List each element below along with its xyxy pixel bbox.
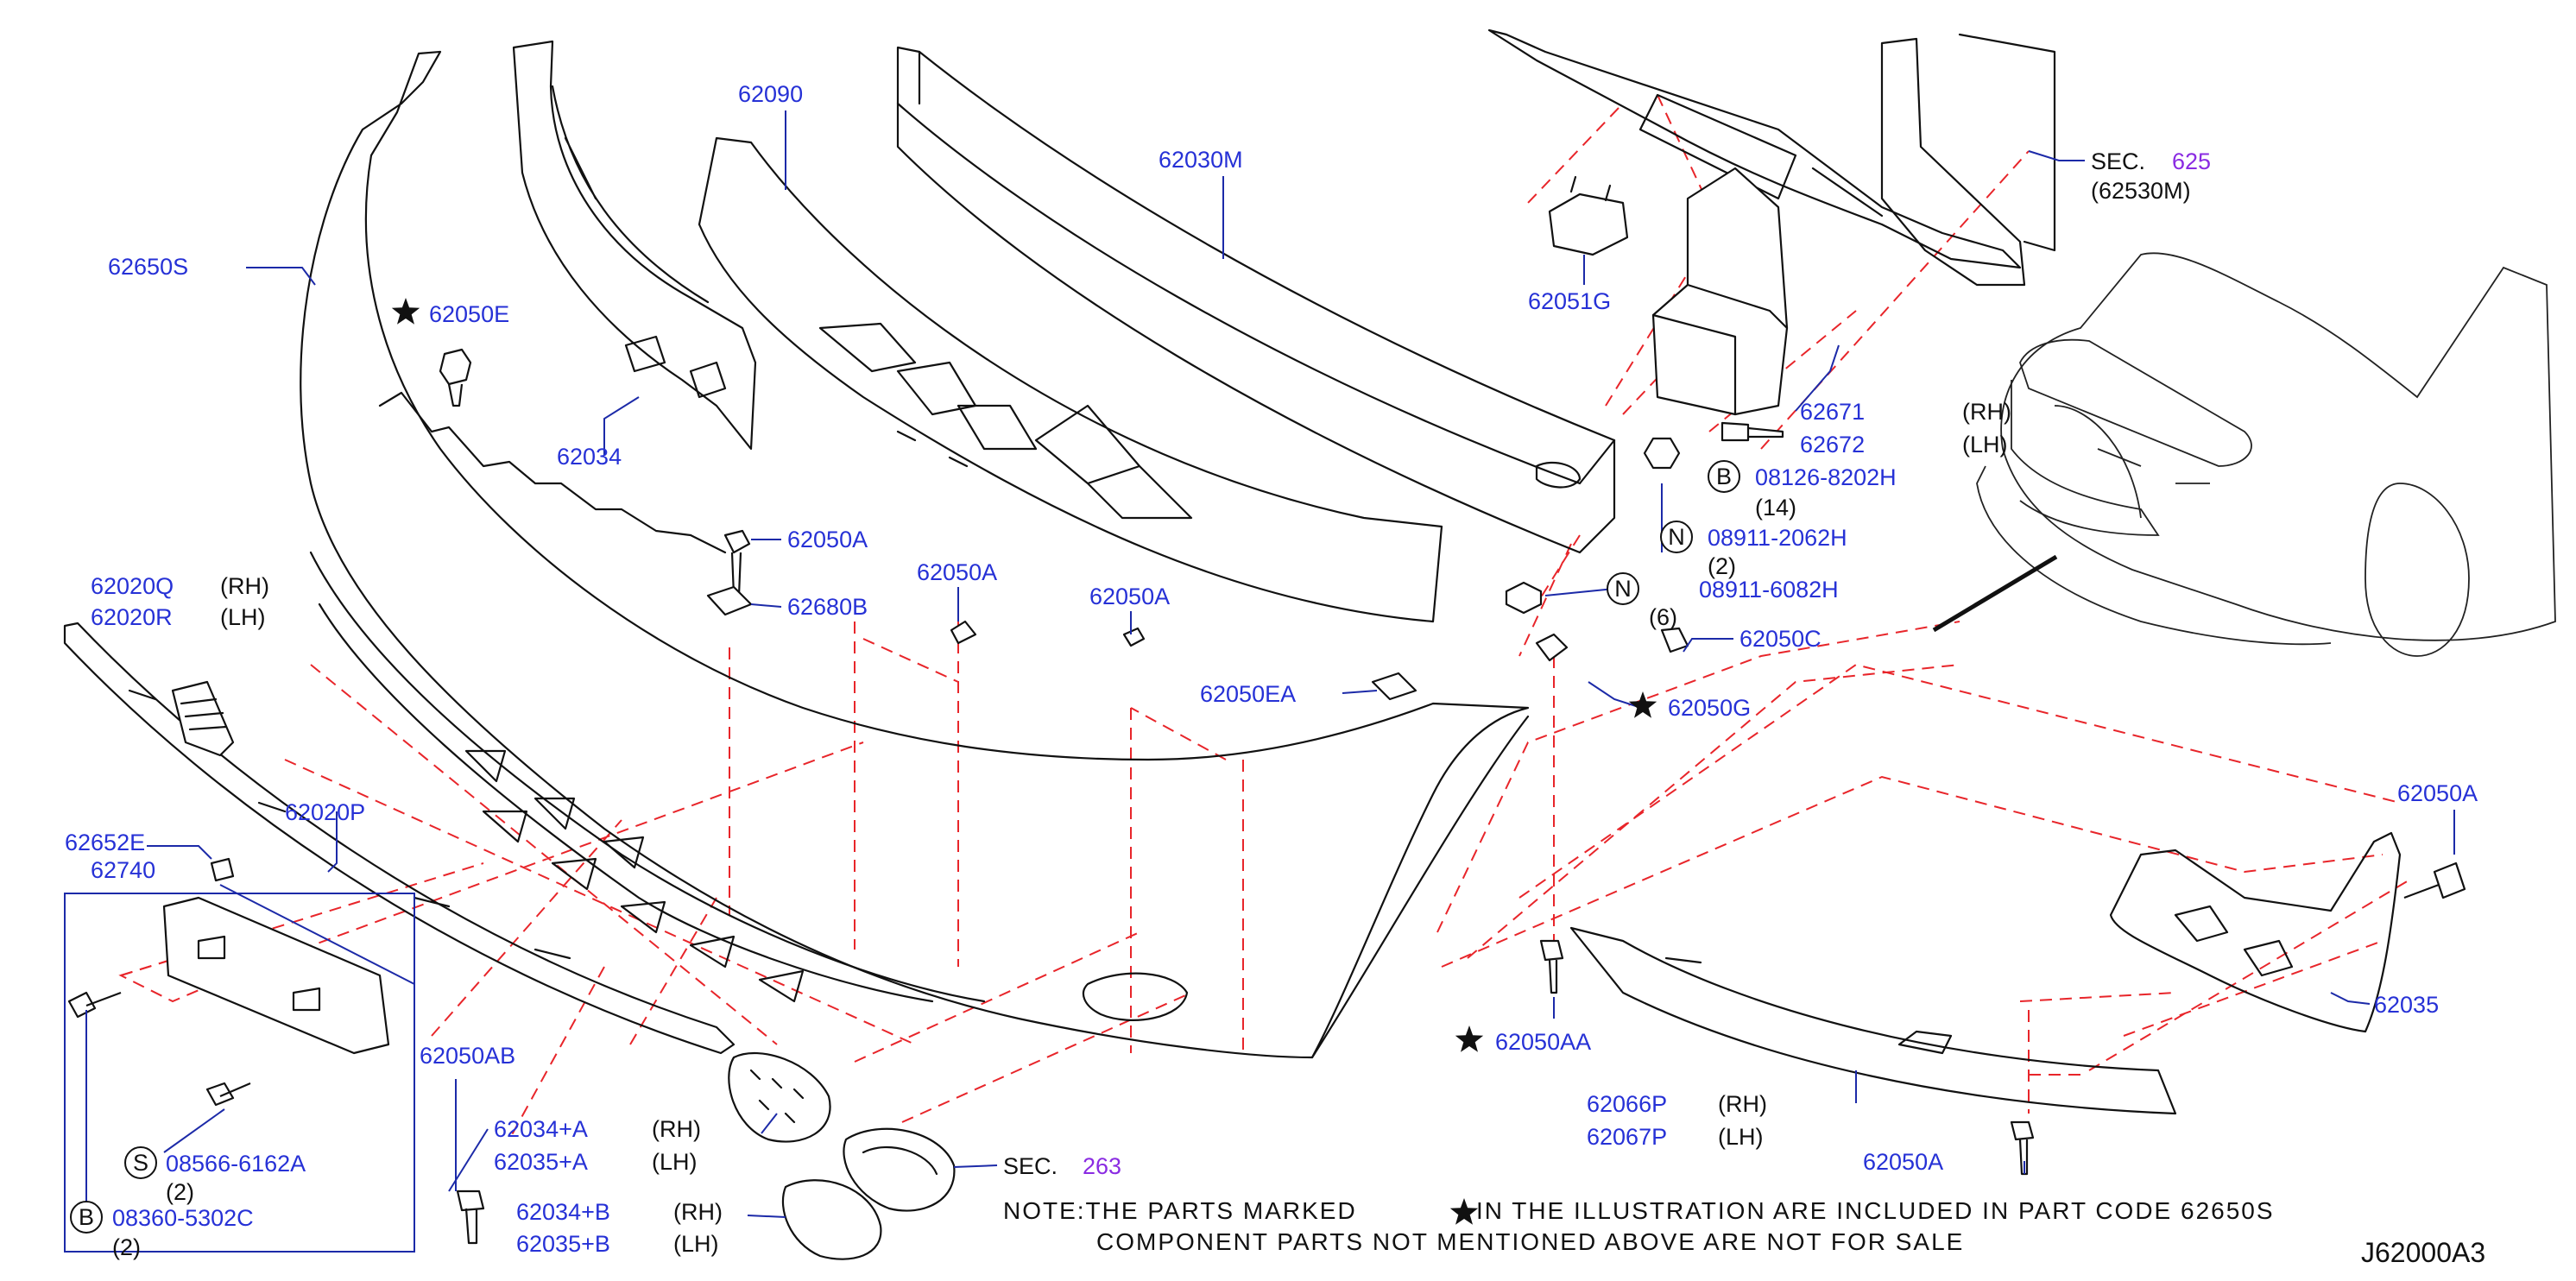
part-label-62672lh: (LH)	[1962, 432, 2008, 458]
sym-B2-icon: B	[70, 1201, 103, 1234]
part-label-08911bq: (6)	[1649, 604, 1677, 630]
part-label-08566q: (2)	[166, 1179, 194, 1205]
part-label-62050aa: 62050AA	[1495, 1029, 1591, 1055]
part-label-08126: 08126-8202H	[1755, 464, 1897, 490]
diagram-code: J62000A3	[2361, 1237, 2485, 1268]
note-line1-prefix: NOTE:THE PARTS MARKED	[1003, 1197, 1357, 1224]
svg-text:B: B	[1716, 464, 1732, 489]
radiator-support-62530M	[1487, 28, 2056, 287]
part-label-62020r: 62020R	[91, 604, 173, 630]
bracket-62051G	[1548, 175, 1629, 256]
part-label-62035b: 62035+B	[516, 1231, 610, 1257]
footnote: NOTE:THE PARTS MARKED IN THE ILLUSTRATIO…	[1003, 1197, 2275, 1255]
leader-lines	[64, 110, 2455, 1253]
part-label-62034a: 62034+A	[494, 1116, 588, 1142]
part-label-62050a2: 62050A	[917, 559, 997, 585]
reinforcement-62030M	[896, 46, 1616, 554]
part-label-62050ea: 62050EA	[1200, 681, 1296, 707]
sym-N1-icon: N	[1660, 521, 1693, 553]
sym-S1-icon: S	[124, 1146, 157, 1179]
part-label-62051g: 62051G	[1528, 288, 1611, 314]
part-label-08360q: (2)	[112, 1234, 141, 1260]
part-label-62671rh: (RH)	[1962, 399, 2011, 425]
side-bracket-62035	[2109, 831, 2402, 1033]
part-label-62035: 62035	[2374, 992, 2439, 1018]
part-label-62034: 62034	[557, 444, 622, 470]
lower-lip-62066P	[1569, 926, 2177, 1115]
part-label-sec625a: SEC.	[2091, 148, 2145, 174]
part-label-62035blh: (LH)	[673, 1231, 719, 1257]
star-62050AA-star-icon	[1455, 1025, 1484, 1052]
part-label-62067plh: (LH)	[1718, 1124, 1764, 1150]
part-label-62020q: 62020Q	[91, 573, 174, 599]
fog-lamp-62034A	[728, 1051, 831, 1143]
part-label-62671: 62671	[1800, 399, 1865, 425]
part-label-62066prh: (RH)	[1718, 1091, 1767, 1117]
bracket-62671-62672	[1651, 167, 1789, 416]
fog-lamp-sec263	[843, 1127, 956, 1212]
part-label-62050a4: 62050A	[1863, 1149, 1943, 1175]
part-label-62090: 62090	[738, 81, 803, 107]
fasteners	[67, 348, 2466, 1245]
part-label-62030m: 62030M	[1159, 147, 1243, 173]
part-label-62035alh: (LH)	[652, 1149, 698, 1175]
part-label-62020qrh: (RH)	[220, 573, 269, 599]
note-line1-suffix: IN THE ILLUSTRATION ARE INCLUDED IN PART…	[1476, 1197, 2275, 1224]
part-label-62050a5: 62050A	[2397, 780, 2478, 806]
part-label-08911b: 08911-6082H	[1699, 577, 1839, 603]
part-label-62740: 62740	[91, 857, 155, 883]
note-line2: COMPONENT PARTS NOT MENTIONED ABOVE ARE …	[1096, 1228, 1964, 1255]
part-label-62650s: 62650S	[108, 254, 188, 280]
phantom-lines	[118, 94, 2409, 1140]
svg-text:N: N	[1668, 524, 1685, 550]
part-label-08911aq: (2)	[1708, 553, 1736, 579]
part-label-62050c: 62050C	[1739, 626, 1822, 652]
svg-text:N: N	[1614, 576, 1632, 602]
energy-absorber-62090	[698, 136, 1443, 623]
license-bracket-62740	[162, 896, 390, 1055]
part-label-08360: 08360-5302C	[112, 1205, 254, 1231]
fog-ring-62034B	[781, 1179, 882, 1260]
part-label-62067p: 62067P	[1587, 1124, 1667, 1150]
svg-text:B: B	[79, 1204, 94, 1230]
part-label-62066p: 62066P	[1587, 1091, 1667, 1117]
part-labels: 62650S 62050E 62034 62090 62030M 62051G SEC. 62…	[65, 81, 2478, 1260]
part-label-08126q: (14)	[1755, 495, 1796, 521]
side-bracket-62034	[512, 40, 757, 451]
part-label-62034brh: (RH)	[673, 1199, 723, 1225]
star-note-star-icon	[1449, 1198, 1479, 1225]
part-label-62050e: 62050E	[429, 301, 509, 327]
part-label-62034arh: (RH)	[652, 1116, 701, 1142]
svg-text:S: S	[133, 1150, 148, 1176]
grille-insert-62020Q	[171, 680, 235, 757]
part-label-sec625b: 625	[2172, 148, 2211, 174]
part-label-62020rlh: (LH)	[220, 604, 266, 630]
part-label-62050ab: 62050AB	[420, 1043, 515, 1069]
part-label-62035a: 62035+A	[494, 1149, 588, 1175]
part-label-62530m: (62530M)	[2091, 178, 2191, 204]
callout-symbols: N N B S B	[70, 460, 1740, 1234]
part-label-62020p: 62020P	[285, 799, 365, 825]
sym-N2-icon: N	[1607, 572, 1639, 605]
part-label-62652e: 62652E	[65, 830, 145, 855]
star-62050G-star-icon	[1628, 691, 1657, 718]
vehicle-sketch	[1932, 252, 2556, 657]
part-label-62672: 62672	[1800, 432, 1865, 458]
star-62050E-star-icon	[391, 298, 420, 325]
part-label-62034b: 62034+B	[516, 1199, 610, 1225]
part-label-62050a1: 62050A	[787, 527, 868, 552]
part-label-sec263a: SEC.	[1003, 1153, 1058, 1179]
part-label-62680b: 62680B	[787, 594, 868, 620]
bumper-fascia-62650S	[300, 50, 1530, 1059]
sym-B1-icon: B	[1708, 460, 1740, 493]
part-label-08566: 08566-6162A	[166, 1151, 306, 1177]
part-label-08911a: 08911-2062H	[1708, 525, 1847, 551]
part-label-62050a3: 62050A	[1089, 584, 1170, 609]
lower-grille-62020P	[63, 622, 736, 1055]
part-label-sec263b: 263	[1083, 1153, 1121, 1179]
part-label-62050g: 62050G	[1668, 695, 1751, 721]
kit-stars	[391, 298, 1657, 1225]
